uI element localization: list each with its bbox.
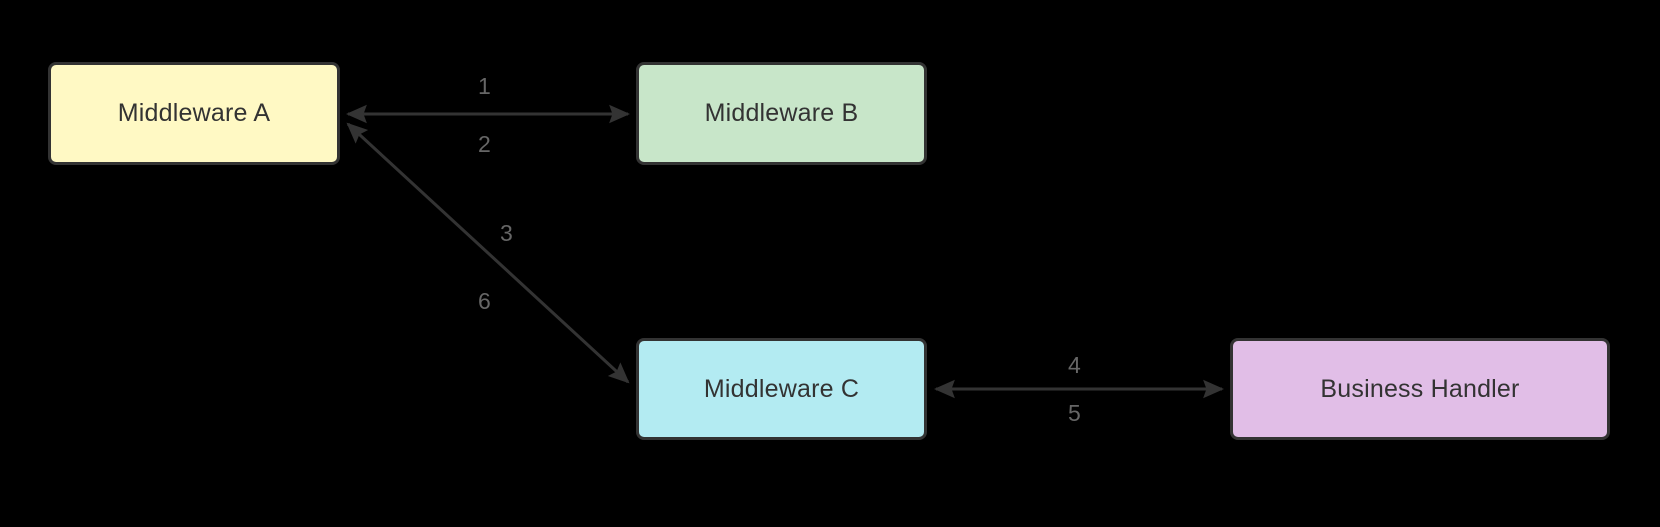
edge-label-1: 1 [478,73,491,99]
edge-label-6: 6 [478,288,491,314]
node-business-handler-label: Business Handler [1320,374,1520,403]
node-middleware-a[interactable]: Middleware A [48,62,340,165]
edge-label-5: 5 [1068,400,1081,426]
edge-label-3: 3 [500,220,513,246]
node-middleware-b[interactable]: Middleware B [636,62,927,165]
edge-label-4: 4 [1068,352,1081,378]
edge-a-to-c [346,122,630,384]
node-middleware-b-label: Middleware B [704,99,859,127]
node-business-handler[interactable]: Business Handler [1230,338,1610,440]
node-middleware-c-label: Middleware C [703,374,860,403]
edge-label-2: 2 [478,131,491,157]
node-middleware-a-label: Middleware A [117,99,271,127]
node-middleware-c[interactable]: Middleware C [636,338,927,440]
